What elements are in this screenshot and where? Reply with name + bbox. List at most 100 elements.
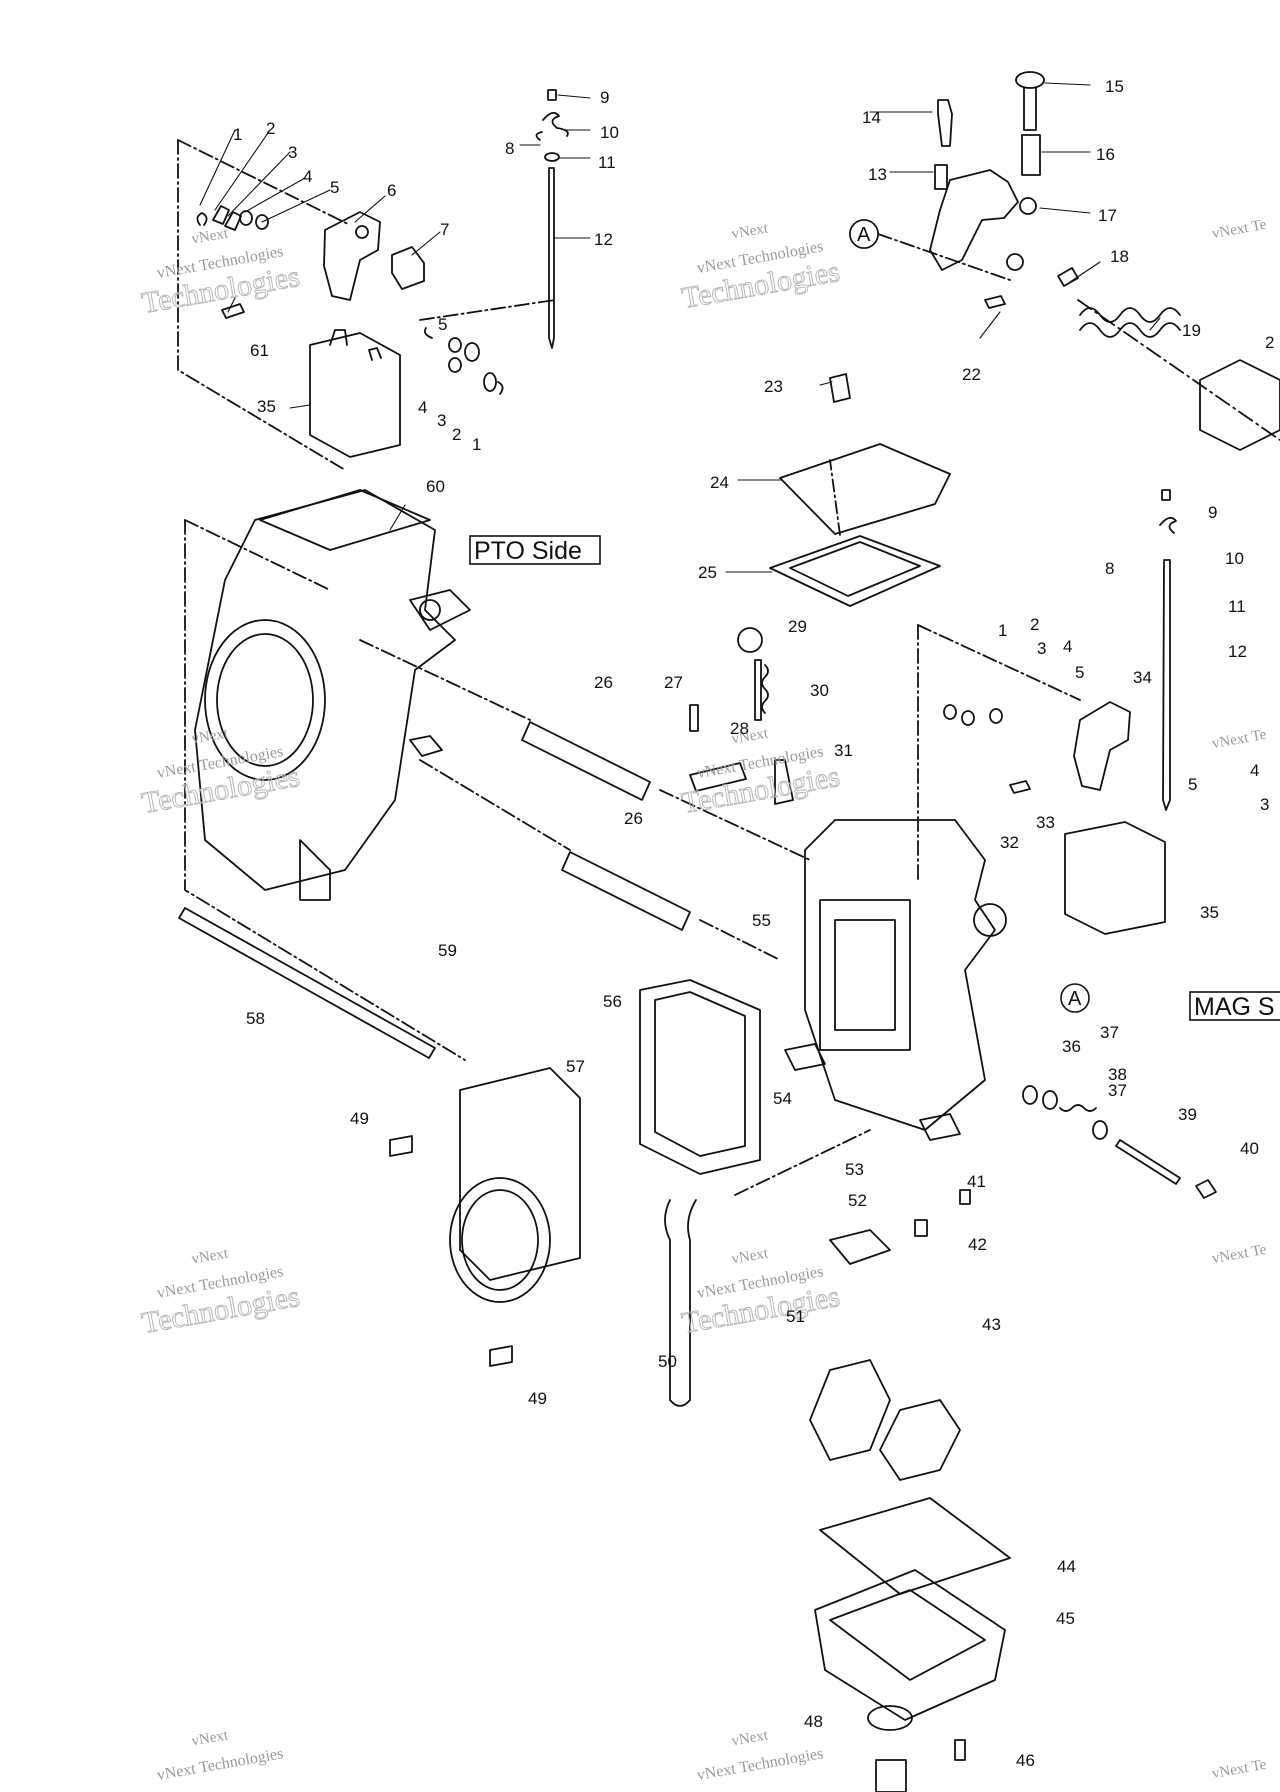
callout-a-top: A <box>849 219 879 249</box>
watermark-edge: vNext Te <box>1211 217 1268 242</box>
float-bowl-group <box>809 1229 1011 1792</box>
part-number-label: 24 <box>710 473 729 492</box>
part-number-label: 4 <box>1063 637 1072 656</box>
part-number-label: 4 <box>303 167 312 186</box>
svg-text:vNext: vNext <box>190 1245 230 1267</box>
part-number-label: 27 <box>664 673 683 692</box>
part-number-label: 5 <box>330 178 339 197</box>
part-number-label: 29 <box>788 617 807 636</box>
watermark: vNext vNext Technologies <box>156 1727 285 1784</box>
pto-side-label: PTO Side <box>469 535 601 565</box>
part-number-label: 22 <box>962 365 981 384</box>
svg-text:vNext Te: vNext Te <box>1211 727 1268 752</box>
part-number-label: 59 <box>438 941 457 960</box>
part-number-label: 35 <box>257 397 276 416</box>
part-number-label: 13 <box>868 165 887 184</box>
leader-lines <box>199 82 1161 573</box>
part-number-label: 48 <box>804 1712 823 1731</box>
part-number-label: 54 <box>773 1089 792 1108</box>
part-number-label: 7 <box>440 220 449 239</box>
part-number-label: 41 <box>967 1172 986 1191</box>
pto-linkage-group <box>177 139 556 471</box>
part-number-label: 40 <box>1240 1139 1259 1158</box>
part-number-label: 11 <box>598 153 616 172</box>
svg-text:vNext: vNext <box>730 1727 770 1749</box>
svg-text:vNext Technologies: vNext Technologies <box>696 1745 825 1784</box>
svg-text:vNext Technologies: vNext Technologies <box>156 1745 285 1784</box>
part-number-label: 1 <box>998 621 1007 640</box>
part-number-label: 25 <box>698 563 717 582</box>
callout-a-bottom: A <box>1060 983 1090 1013</box>
part-number-label: 3 <box>1037 639 1046 658</box>
part-number-label: 26 <box>594 673 613 692</box>
part-number-label: 12 <box>594 230 613 249</box>
part-number-label: 49 <box>350 1109 369 1128</box>
svg-text:vNext: vNext <box>190 725 230 747</box>
watermark-edge: vNext Te <box>1211 1242 1268 1267</box>
mixture-screws-group <box>914 1085 1217 1237</box>
part-number-label: 61 <box>250 341 269 360</box>
part-number-label: 30 <box>810 681 829 700</box>
part-number-label: 38 <box>1108 1065 1127 1084</box>
part-number-label: 3 <box>437 411 446 430</box>
part-number-label: 10 <box>600 123 619 142</box>
part-number-label: 42 <box>968 1235 987 1254</box>
part-number-label: 9 <box>1208 503 1217 522</box>
part-number-label: 37 <box>1100 1023 1119 1042</box>
part-number-label: 17 <box>1098 206 1117 225</box>
part-number-label: 44 <box>1057 1557 1076 1576</box>
watermark-edge: vNext Te <box>1211 1757 1268 1782</box>
pto-side-text: PTO Side <box>474 537 582 565</box>
svg-text:vNext: vNext <box>730 1245 770 1267</box>
part-number-label: 35 <box>1200 903 1219 922</box>
svg-text:vNext Te: vNext Te <box>1211 1242 1268 1267</box>
gasket-and-tube <box>639 979 871 1407</box>
part-number-label: 8 <box>505 139 514 158</box>
part-number-label: 2 <box>1265 333 1274 352</box>
part-number-label: 18 <box>1110 247 1129 266</box>
part-number-label: 15 <box>1105 77 1124 96</box>
part-number-label: 16 <box>1096 145 1115 164</box>
connecting-tubes <box>359 639 811 961</box>
part-number-label: 2 <box>1030 615 1039 634</box>
part-number-label: 5 <box>1075 663 1084 682</box>
part-number-label: 51 <box>786 1307 805 1326</box>
part-number-label: 36 <box>1062 1037 1081 1056</box>
part-number-label: 46 <box>1016 1751 1035 1770</box>
part-number-label: 5 <box>1188 775 1197 794</box>
needle-assembly-pto <box>535 89 569 349</box>
part-number-label: 1 <box>233 125 242 144</box>
part-number-label: 6 <box>387 181 396 200</box>
svg-text:vNext: vNext <box>190 225 230 247</box>
part-number-label: 57 <box>566 1057 585 1076</box>
part-number-label: 19 <box>1182 321 1201 340</box>
part-number-label: 8 <box>1105 559 1114 578</box>
carburetor-body-pto <box>184 489 471 1061</box>
part-number-label: 9 <box>600 88 609 107</box>
part-number-label: 37 <box>1108 1081 1127 1100</box>
throttle-body-lower <box>178 907 581 1367</box>
part-number-label: 60 <box>426 477 445 496</box>
svg-text:vNext: vNext <box>190 1727 230 1749</box>
callout-a-top-text: A <box>857 224 871 246</box>
carburetor-body-mag <box>784 819 1007 1141</box>
part-number-label: 23 <box>764 377 783 396</box>
part-number-label: 3 <box>1260 795 1269 814</box>
watermark: vNext vNext Technologies Technologies <box>679 220 843 315</box>
part-number-label: 58 <box>246 1009 265 1028</box>
part-number-label: 26 <box>624 809 643 828</box>
part-number-label: 1 <box>472 435 481 454</box>
part-number-label: 49 <box>528 1389 547 1408</box>
top-cover-group <box>769 373 951 607</box>
part-number-label: 2 <box>266 119 275 138</box>
part-number-label: 10 <box>1225 549 1244 568</box>
part-number-label: 31 <box>834 741 853 760</box>
part-number-label: 28 <box>730 719 749 738</box>
throttle-bracket-group <box>849 71 1280 451</box>
watermark: vNext vNext Technologies Technologies <box>139 225 303 320</box>
part-number-label: 4 <box>1250 761 1259 780</box>
svg-text:vNext Te: vNext Te <box>1211 1757 1268 1782</box>
part-number-label: 53 <box>845 1160 864 1179</box>
part-number-label: 4 <box>418 398 427 417</box>
mag-side-text: MAG S <box>1194 993 1275 1021</box>
